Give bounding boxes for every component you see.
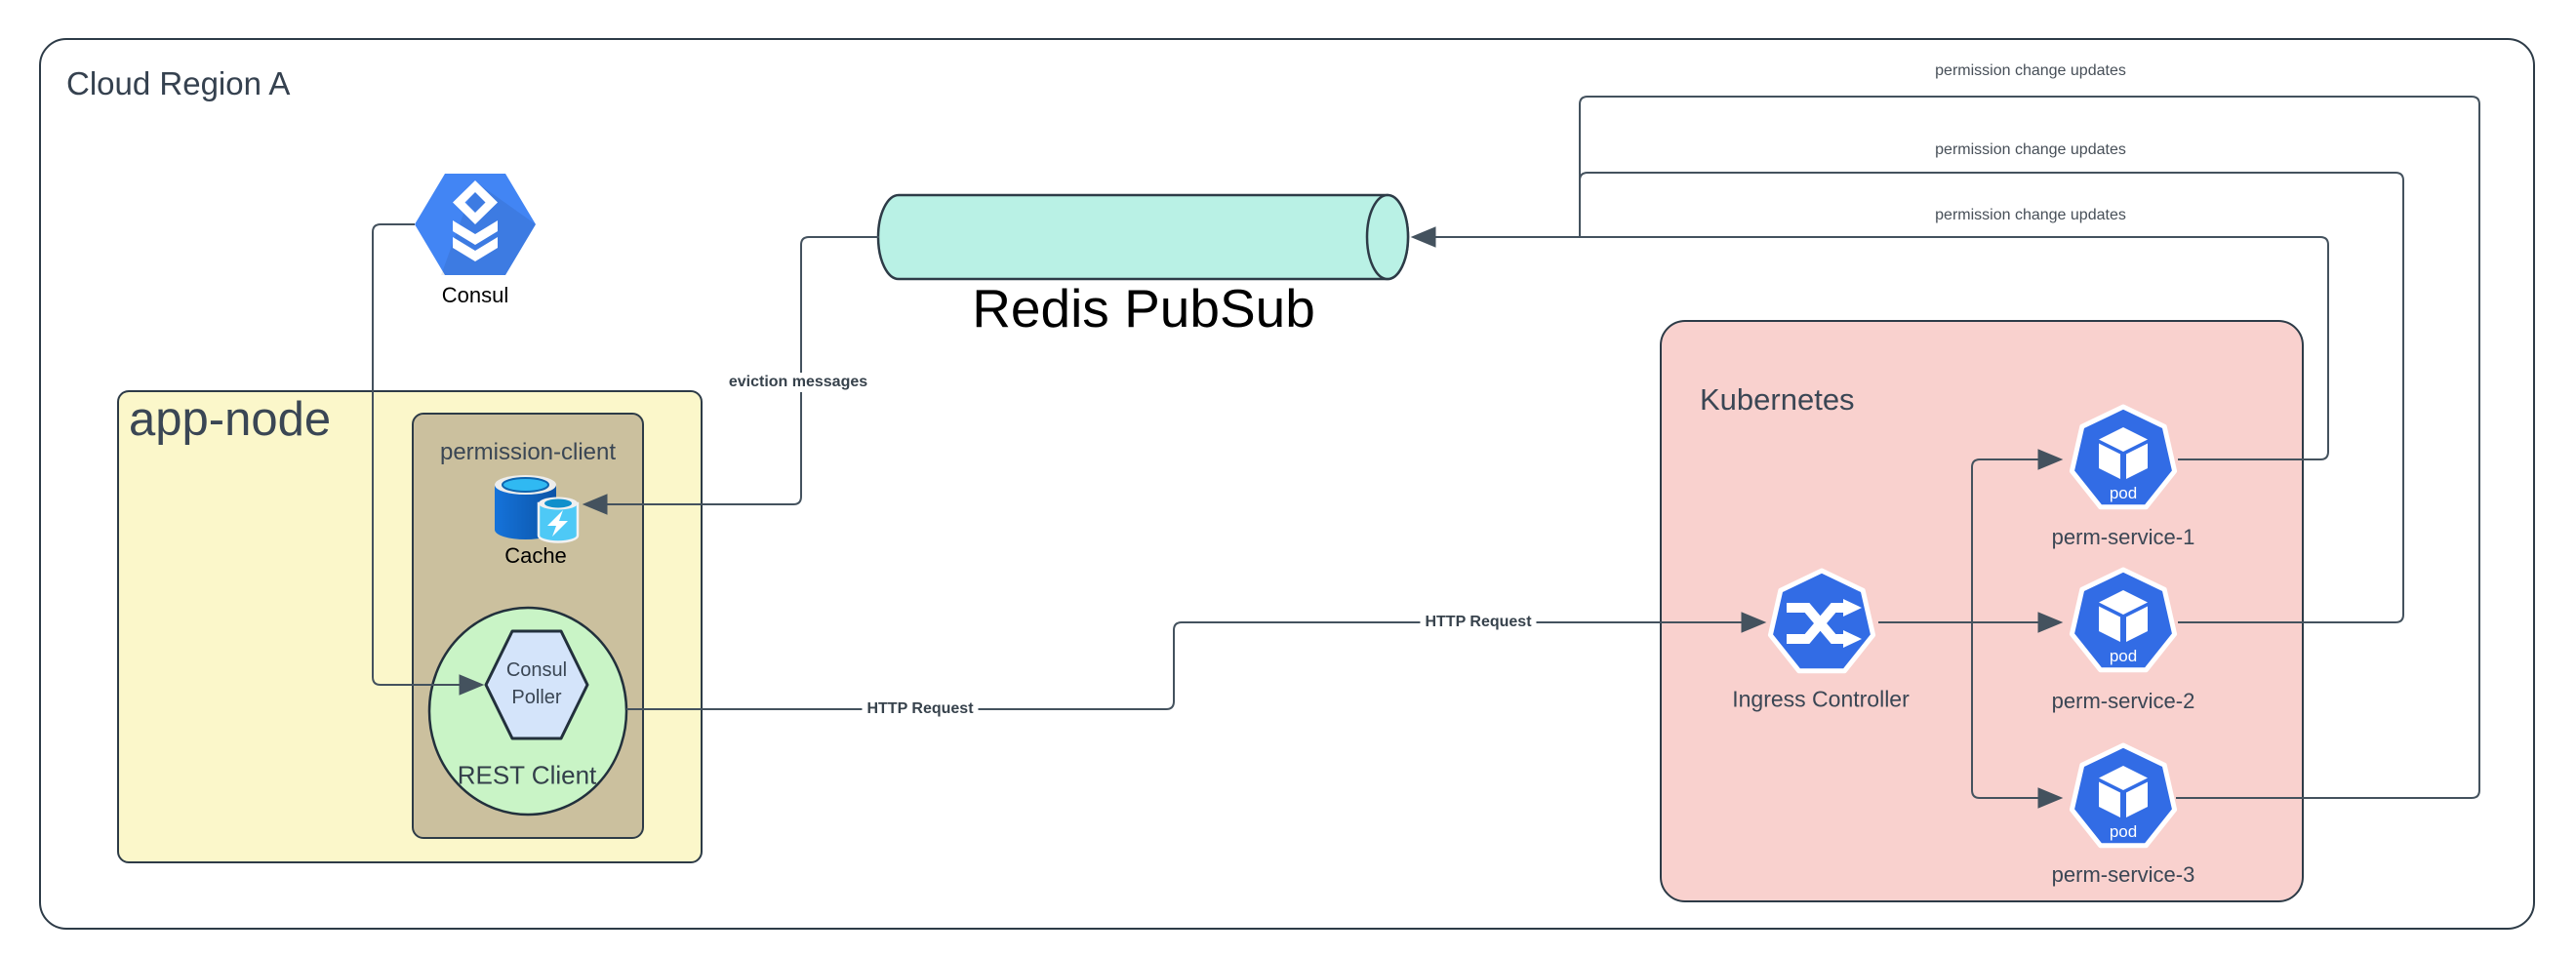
permission-change-updates-label-2: permission change updates — [1935, 141, 2126, 158]
rest-client-label: REST Client — [457, 760, 597, 790]
permission-change-updates-label-1: permission change updates — [1935, 62, 2126, 79]
perm-service-1-label: perm-service-1 — [2051, 525, 2195, 549]
http-request-edge-label-2: HTTP Request — [1420, 613, 1537, 632]
perm-service-3-label: perm-service-3 — [2051, 862, 2195, 887]
consul-poller-line1: Consul — [505, 659, 568, 681]
redis-pubsub-label: Redis PubSub — [972, 278, 1315, 339]
http-request-edge-label-1: HTTP Request — [862, 699, 979, 719]
permission-client-label: permission-client — [439, 439, 617, 465]
consul-poller-label: Consul Poller — [506, 657, 567, 711]
eviction-messages-edge-label: eviction messages — [723, 373, 873, 392]
permission-change-updates-label-3: permission change updates — [1935, 207, 2126, 223]
app-node-label: app-node — [129, 393, 332, 446]
cache-label: Cache — [504, 543, 567, 568]
perm-service-2-label: perm-service-2 — [2051, 689, 2195, 713]
consul-poller-line2: Poller — [511, 687, 562, 708]
kubernetes-label: Kubernetes — [1700, 382, 1855, 417]
ingress-controller-label: Ingress Controller — [1732, 686, 1910, 712]
cloud-region-label: Cloud Region A — [66, 65, 291, 101]
consul-label: Consul — [441, 283, 509, 307]
